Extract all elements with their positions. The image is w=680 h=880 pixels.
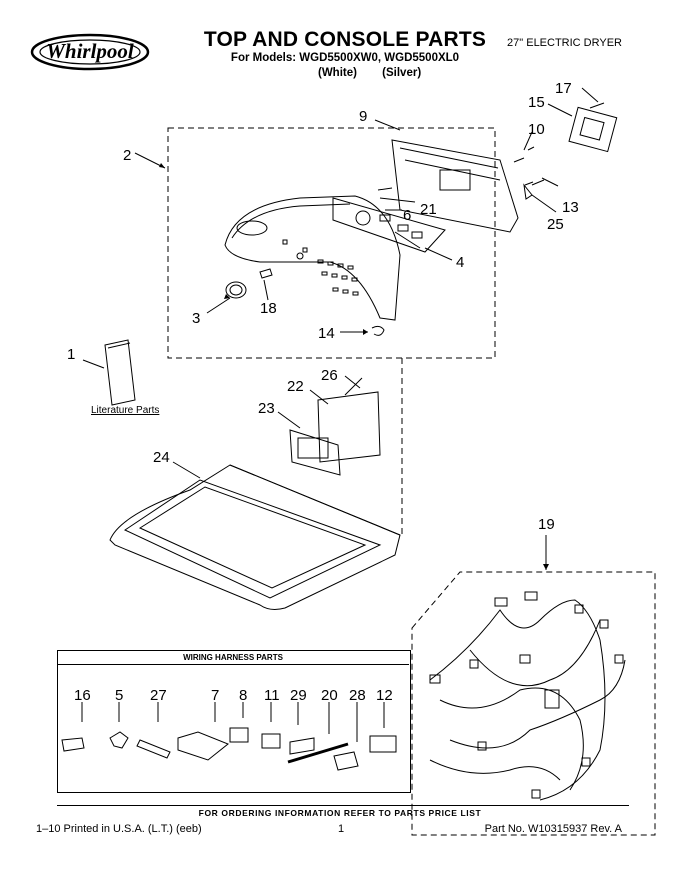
harness-group-box (411, 571, 656, 836)
callout-4: 4 (456, 254, 464, 271)
callout-19: 19 (538, 516, 555, 533)
print-info: 1–10 Printed in U.S.A. (L.T.) (eeb) (36, 823, 202, 835)
callout-8: 8 (239, 687, 247, 704)
page-title: TOP AND CONSOLE PARTS (203, 28, 487, 51)
callout-1: 1 (67, 346, 75, 363)
variant-white: (White) (318, 67, 357, 79)
callout-23: 23 (258, 400, 275, 417)
callout-24: 24 (153, 449, 170, 466)
callout-16: 16 (74, 687, 91, 704)
footer-divider (57, 805, 629, 806)
variant-labels: (White) (Silver) (318, 67, 443, 79)
knob (225, 281, 247, 299)
callout-25: 25 (547, 216, 564, 233)
callout-3: 3 (192, 310, 200, 327)
callout-28: 28 (349, 687, 366, 704)
callout-27: 27 (150, 687, 167, 704)
callout-29: 29 (290, 687, 307, 704)
callout-13: 13 (562, 199, 579, 216)
page-number: 1 (338, 823, 345, 835)
control-board (332, 197, 446, 253)
whirlpool-logo-icon: Whirlpool (28, 28, 163, 74)
console-group-box (167, 127, 496, 359)
callout-2: 2 (123, 147, 131, 164)
callout-7: 7 (211, 687, 219, 704)
console-housing (224, 195, 401, 321)
harness-part-icons (61, 727, 397, 771)
appliance-type: 27" ELECTRIC DRYER (507, 37, 622, 49)
callout-18: 18 (260, 300, 277, 317)
wiring-harness-parts-title: WIRING HARNESS PARTS (57, 651, 409, 665)
wiring-harness-parts-box (57, 650, 411, 793)
callout-15: 15 (528, 94, 545, 111)
literature-parts-link[interactable]: Literature Parts (91, 405, 160, 416)
callout-12: 12 (376, 687, 393, 704)
callout-21: 21 (420, 201, 437, 218)
part-number: Part No. W10315937 Rev. A (484, 823, 622, 835)
dryer-top (109, 464, 401, 610)
callout-20: 20 (321, 687, 338, 704)
callout-17: 17 (555, 80, 572, 97)
callout-10: 10 (528, 121, 545, 138)
callout-5: 5 (115, 687, 123, 704)
callout-11: 11 (264, 687, 280, 704)
callout-26: 26 (321, 367, 338, 384)
callout-22: 22 (287, 378, 304, 395)
callout-6: 6 (403, 207, 411, 224)
models-line: For Models: WGD5500XW0, WGD5500XL0 (230, 52, 460, 64)
rear-panel (391, 139, 519, 233)
svg-text:Whirlpool: Whirlpool (46, 39, 134, 63)
callout-14: 14 (318, 325, 335, 342)
wiring-harness (429, 591, 626, 801)
callout-9: 9 (359, 108, 367, 125)
ordering-note: FOR ORDERING INFORMATION REFER TO PARTS … (198, 808, 482, 818)
variant-silver: (Silver) (382, 67, 422, 79)
